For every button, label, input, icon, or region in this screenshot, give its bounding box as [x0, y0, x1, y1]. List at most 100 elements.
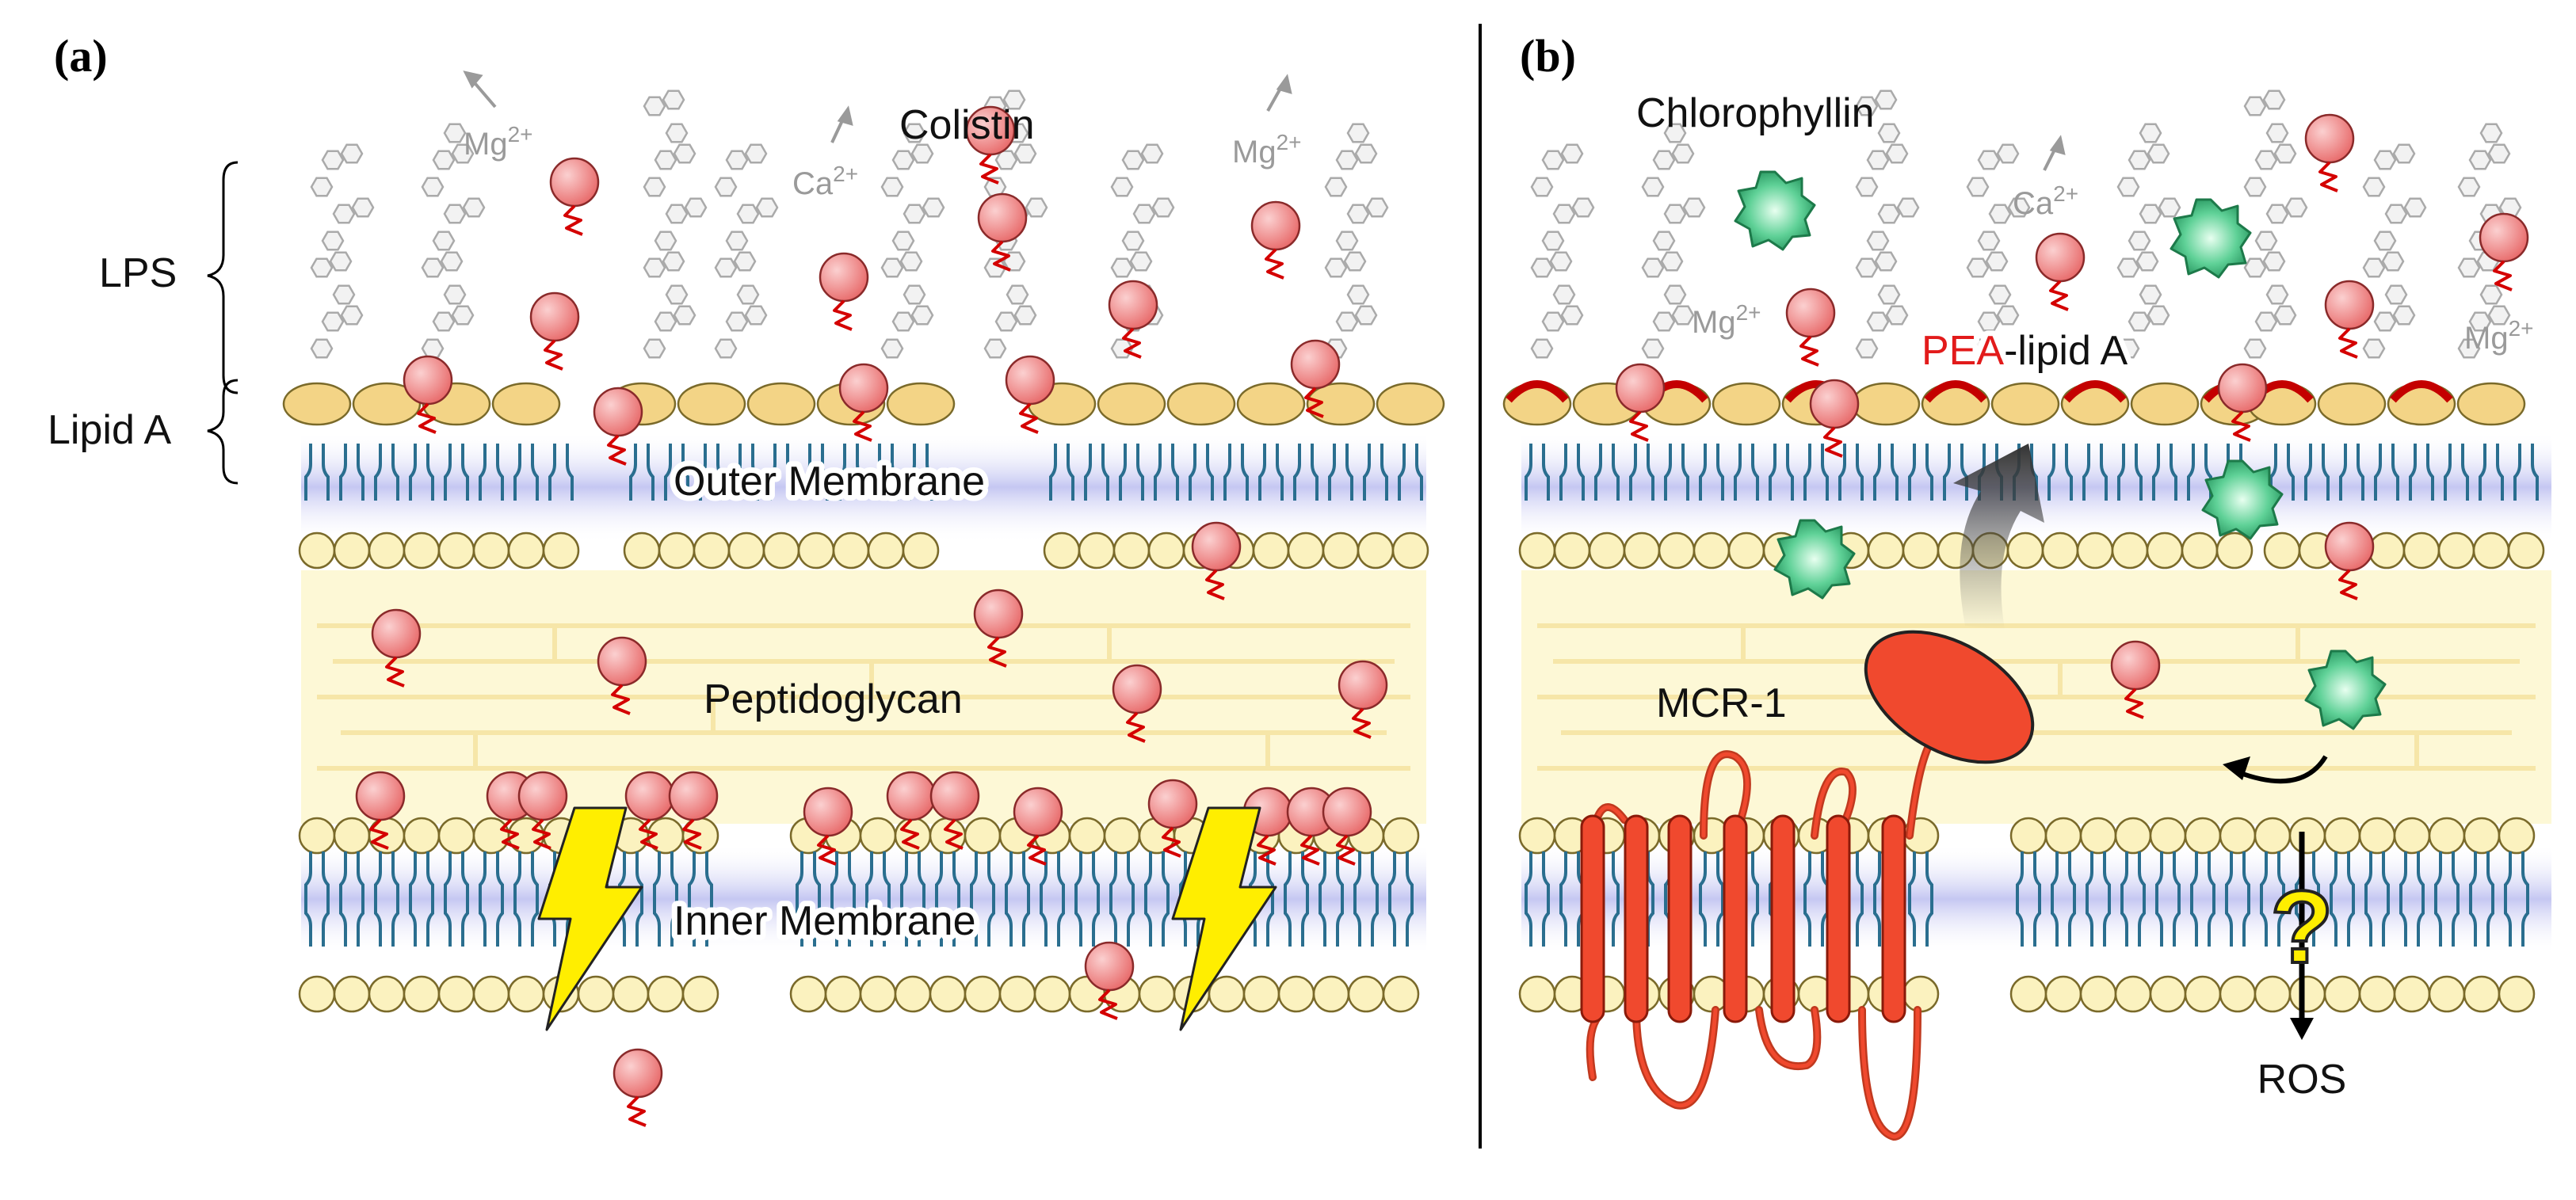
lipid-head — [2184, 817, 2222, 855]
lipid-head — [1287, 531, 1325, 570]
mg-ion-label: Mg2+ — [1232, 130, 1302, 170]
lipid-head — [368, 531, 406, 570]
lipid-head — [2368, 531, 2406, 570]
question-mark: ? — [2270, 869, 2333, 985]
lipid-head — [472, 531, 510, 570]
lipid-head — [1068, 817, 1106, 855]
lipid-head — [2323, 817, 2361, 855]
colistin-molecule — [819, 252, 869, 331]
mcr1-helix — [1826, 814, 1851, 1023]
lps-sugar-chain — [1855, 90, 1920, 359]
lipid-head — [1033, 975, 1071, 1013]
lipid-head — [612, 975, 650, 1013]
pea-transfer-arrow — [1953, 444, 2044, 630]
lipid-head — [2111, 531, 2149, 570]
lipid-head — [647, 975, 685, 1013]
lipid-head — [2498, 975, 2536, 1013]
inhibition-arrowhead-icon — [2223, 756, 2250, 780]
lipid-head — [2114, 975, 2152, 1013]
mg-ion-label: Mg2+ — [2464, 316, 2534, 356]
lipid-head — [1518, 531, 1556, 570]
lipid-head — [859, 975, 897, 1013]
mg-ion-label: Mg2+ — [1692, 300, 1761, 340]
mcr1-catalytic-domain — [1864, 630, 2035, 764]
lipid-a-oval — [677, 382, 746, 426]
peptidoglycan-strands — [317, 623, 1410, 771]
lipid-head — [2288, 817, 2326, 855]
lipid-head — [2463, 817, 2501, 855]
lipid-head — [1518, 817, 1556, 855]
ca-ion-label: Ca2+ — [2013, 181, 2078, 221]
ion-arrows — [463, 70, 1292, 143]
lipid-head — [1103, 817, 1141, 855]
lipid-head — [437, 817, 475, 855]
lipid-head — [964, 975, 1002, 1013]
colistin-molecule — [1250, 200, 1301, 280]
ros-arrowhead-icon — [2290, 1018, 2314, 1040]
lipid-head — [1518, 975, 1556, 1013]
lipid-head — [2402, 531, 2441, 570]
lipid-head — [762, 531, 800, 570]
lipid-head — [998, 975, 1036, 1013]
lipid-head — [2219, 817, 2257, 855]
mcr1-helix — [1624, 814, 1649, 1023]
ca-ion-label: Ca2+ — [792, 162, 858, 201]
lipid-head — [368, 975, 406, 1013]
lipid-head — [2006, 531, 2044, 570]
lipid-head — [507, 531, 545, 570]
lipid-head — [1138, 975, 1176, 1013]
lipid-a-layer — [282, 382, 1445, 426]
lipid-head — [2114, 817, 2152, 855]
lipid-head — [472, 975, 510, 1013]
peptidoglycan-label: Peptidoglycan — [704, 676, 963, 722]
panel-b-tag: (b) — [1520, 30, 1576, 82]
lipid-head — [542, 531, 580, 570]
lipid-a-oval — [491, 382, 561, 426]
lipid-head — [333, 817, 371, 855]
lipid-head — [1043, 531, 1081, 570]
lipid-head — [1112, 531, 1151, 570]
lipid-head — [403, 531, 441, 570]
lipid-a-oval — [1990, 382, 2060, 426]
lipid-head — [681, 975, 719, 1013]
lipid-head — [333, 975, 371, 1013]
colistin-molecule — [2479, 212, 2529, 291]
lipid-head — [1867, 531, 1905, 570]
colistin-molecule — [529, 291, 580, 371]
lipid-head — [2428, 817, 2466, 855]
lipid-head — [1252, 531, 1290, 570]
lipid-head — [964, 817, 1002, 855]
lipid-a-oval — [282, 382, 352, 426]
lipid-head — [867, 531, 905, 570]
pea-modification — [1506, 380, 1569, 403]
lipid-a-oval — [1236, 382, 1306, 426]
lipid-a-oval — [2130, 382, 2200, 426]
lipid-head — [1347, 975, 1385, 1013]
lipid-head — [1147, 531, 1185, 570]
lipid-head — [1078, 531, 1116, 570]
lipid-head — [2009, 817, 2047, 855]
lipid-head — [1902, 531, 1940, 570]
panel-b: ? (b) Chlorophyllin PEA-lipid A MCR-1 RO… — [1502, 30, 2551, 1141]
lipid-head — [507, 975, 545, 1013]
colistin-molecule — [2304, 113, 2355, 192]
lps-sugar-chain — [880, 123, 945, 359]
outer-membrane-band — [301, 432, 1426, 543]
mcr1-helix — [1580, 814, 1605, 1023]
lipid-head — [2146, 531, 2184, 570]
colistin-label: Colistin — [899, 102, 1035, 148]
lipid-head — [2184, 975, 2222, 1013]
lipid-head — [298, 975, 336, 1013]
lipid-head — [2463, 975, 2501, 1013]
mcr1-helix — [1667, 814, 1693, 1023]
lipid-head — [929, 975, 967, 1013]
lipid-a-oval — [2456, 382, 2526, 426]
lipid-head — [2149, 817, 2187, 855]
panel-a: (a) LPS Lipid A Colistin Outer Membrane … — [48, 30, 1445, 1127]
lipid-head — [2044, 975, 2082, 1013]
lipid-head — [2181, 531, 2219, 570]
lipid-head — [1382, 817, 1420, 855]
chlorophyllin-label: Chlorophyllin — [1636, 90, 1875, 136]
colistin-molecule — [1615, 363, 1666, 442]
